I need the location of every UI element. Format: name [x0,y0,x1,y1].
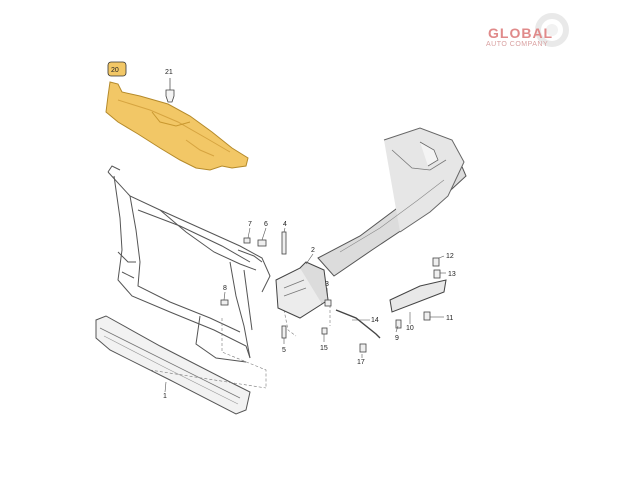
callout-4: 4 [283,221,287,228]
bolt-part-15 [321,327,328,335]
callout-17: 17 [357,359,365,366]
callout-10: 10 [406,325,414,332]
callout-labels: 20 21 7 6 4 2 8 3 5 15 14 9 17 10 11 12 … [107,61,456,400]
callout-21: 21 [165,69,173,76]
clip-part-21 [165,78,175,103]
gear-icon [535,13,569,47]
callout-20-box [107,61,127,77]
leader-lines [164,227,446,393]
callout-13: 13 [448,271,456,278]
callout-15: 15 [320,345,328,352]
callout-6: 6 [264,221,268,228]
callout-2: 2 [311,247,315,254]
bolt-part-12 [432,257,440,267]
callout-3: 3 [325,281,329,288]
chassis-rail [317,127,467,277]
bracket-part-2 [275,261,329,319]
callout-14: 14 [371,317,379,324]
bolt-part-9 [395,319,402,329]
bolt-part-6 [257,239,267,247]
logo-text-auto-company: AUTO COMPANY [486,41,549,48]
lock-carrier-frame [107,165,271,363]
callout-12: 12 [446,253,454,260]
callout-1: 1 [163,393,167,400]
global-auto-company-logo: GLOBAL AUTO COMPANY [470,8,630,54]
bolt-part-7 [243,237,251,244]
bolt-part-17 [359,343,367,353]
bracket-part-10 [389,279,447,313]
bolt-part-5 [281,325,287,339]
bolt-part-13 [433,269,441,279]
callout-20: 20 [111,67,119,74]
strap-part-14 [335,309,381,339]
logo-text-global: GLOBAL [488,25,554,41]
callout-7: 7 [248,221,252,228]
callout-5: 5 [282,347,286,354]
bolt-part-11 [423,311,431,321]
bolt-part-4 [281,231,287,255]
callout-8: 8 [223,285,227,292]
callout-11: 11 [446,315,453,322]
bolt-part-8 [220,299,229,306]
cover-plate-part-20 [105,81,249,171]
callout-9: 9 [395,335,399,342]
bolt-part-3 [324,299,332,307]
bumper-crossmember-part-1 [95,315,251,415]
